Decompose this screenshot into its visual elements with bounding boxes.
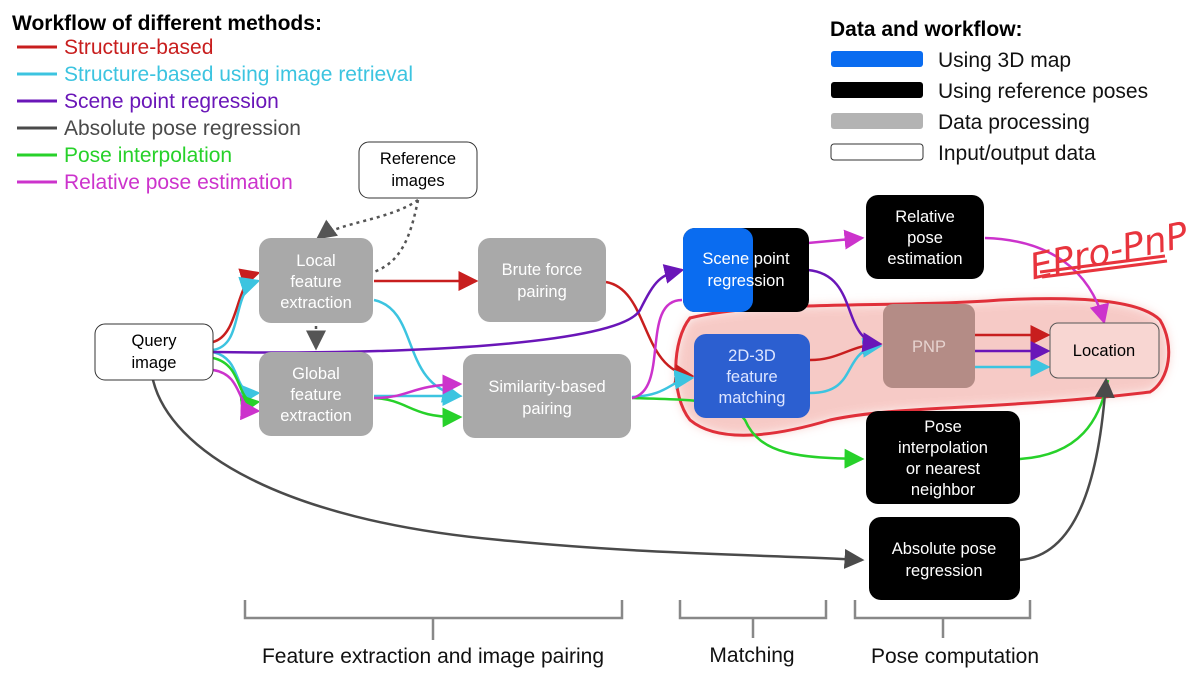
gray-query-abs <box>151 379 865 569</box>
red-query-local <box>212 268 261 344</box>
svg-text:feature: feature <box>290 273 341 291</box>
data-legend-swatch-0 <box>831 51 923 67</box>
node-relative-pose-estimation[interactable]: Relative pose estimation <box>866 195 984 279</box>
legend-label-1: Structure-based using image retrieval <box>64 63 413 86</box>
node-local-feature-extraction[interactable]: Local feature extraction <box>259 238 373 323</box>
svg-text:Relative: Relative <box>895 208 955 226</box>
svg-text:pairing: pairing <box>522 400 572 418</box>
node-query-image[interactable]: Query image <box>94 323 214 381</box>
green-sim-interp <box>631 396 865 469</box>
highlight-outline <box>674 297 1171 437</box>
svg-text:Location: Location <box>1073 342 1135 360</box>
stage-braces <box>243 600 1032 640</box>
svg-text:extraction: extraction <box>280 407 352 425</box>
ref-to-local-connector <box>315 198 419 240</box>
data-legend-label-3: Input/output data <box>938 142 1096 165</box>
mag-scene-relpose <box>807 229 865 250</box>
legend-label-2: Scene point regression <box>64 90 279 113</box>
stage-label-pose-computation: Pose computation <box>871 645 1039 668</box>
svg-text:extraction: extraction <box>280 294 352 312</box>
node-pose-interpolation[interactable]: Pose interpolation or nearest neighbor <box>866 411 1020 504</box>
svg-text:feature: feature <box>290 386 341 404</box>
svg-text:Similarity-based: Similarity-based <box>488 378 605 396</box>
svg-text:image: image <box>132 354 177 372</box>
svg-text:PNP: PNP <box>912 338 946 356</box>
node-pnp[interactable]: PNP <box>883 304 975 388</box>
green-query-global <box>212 356 261 415</box>
svg-text:Scene point: Scene point <box>702 250 790 268</box>
legend-label-4: Pose interpolation <box>64 144 232 167</box>
purple-scene-pnp <box>807 268 883 353</box>
svg-text:or nearest: or nearest <box>906 460 981 478</box>
node-similarity-pairing[interactable]: Similarity-based pairing <box>463 354 631 438</box>
svg-text:Reference: Reference <box>380 150 456 168</box>
svg-text:Absolute pose: Absolute pose <box>892 540 997 558</box>
svg-text:pose: pose <box>907 229 943 247</box>
node-absolute-pose-regression[interactable]: Absolute pose regression <box>869 517 1020 600</box>
data-legend-swatch-2 <box>831 113 923 129</box>
gray-abs-loc <box>1019 377 1115 562</box>
svg-text:Global: Global <box>292 365 340 383</box>
legend-label-3: Absolute pose regression <box>64 117 301 140</box>
svg-text:feature: feature <box>726 368 777 386</box>
node-brute-force-pairing[interactable]: Brute force pairing <box>478 238 606 322</box>
cyan-query-global <box>212 350 261 405</box>
data-legend-label-0: Using 3D map <box>938 49 1071 72</box>
svg-text:Pose: Pose <box>924 418 962 436</box>
cyan-query-local <box>212 276 261 352</box>
brace-feature-extraction <box>243 600 624 640</box>
cyan-local-sim <box>373 298 463 403</box>
svg-text:pairing: pairing <box>517 283 567 301</box>
node-location[interactable]: Location <box>1049 322 1160 379</box>
mag-sim-scene <box>631 298 683 400</box>
legend-label-5: Relative pose estimation <box>64 171 293 194</box>
svg-text:2D-3D: 2D-3D <box>728 347 776 365</box>
ref-to-local2-connector <box>373 199 420 274</box>
svg-text:images: images <box>391 172 444 190</box>
node-2d3d-feature-matching[interactable]: 2D-3D feature matching <box>694 334 810 418</box>
svg-text:interpolation: interpolation <box>898 439 988 457</box>
brace-matching <box>678 600 828 638</box>
data-legend-label-1: Using reference poses <box>938 80 1148 103</box>
green-global-sim <box>373 396 463 428</box>
node-global-feature-extraction[interactable]: Global feature extraction <box>259 352 373 436</box>
svg-text:regression: regression <box>707 272 784 290</box>
data-legend-label-2: Data processing <box>938 111 1090 134</box>
cyan-sim-match <box>631 369 695 399</box>
annotation-underline <box>1039 254 1168 279</box>
legend-label-0: Structure-based <box>64 36 213 59</box>
mag-global-sim <box>373 374 463 400</box>
brace-pose-computation <box>853 600 1032 638</box>
stage-label-matching: Matching <box>709 644 794 667</box>
svg-text:regression: regression <box>905 562 982 580</box>
data-legend-title: Data and workflow: <box>830 18 1023 41</box>
mag-query-global <box>212 368 261 421</box>
methods-legend-title: Workflow of different methods: <box>12 12 322 35</box>
svg-text:Local: Local <box>296 252 335 270</box>
svg-text:estimation: estimation <box>887 250 962 268</box>
node-scene-point-regression[interactable]: Scene point regression <box>683 228 809 312</box>
data-legend-swatch-3 <box>830 143 924 161</box>
data-legend-swatch-1 <box>831 82 923 98</box>
stage-label-feature-extraction: Feature extraction and image pairing <box>262 645 604 668</box>
svg-text:matching: matching <box>719 389 786 407</box>
svg-text:Query: Query <box>132 332 178 350</box>
svg-text:Brute force: Brute force <box>502 261 583 279</box>
svg-text:neighbor: neighbor <box>911 481 976 499</box>
mag-relpose-loc <box>984 236 1110 325</box>
node-reference-images[interactable]: Reference images <box>358 141 478 199</box>
